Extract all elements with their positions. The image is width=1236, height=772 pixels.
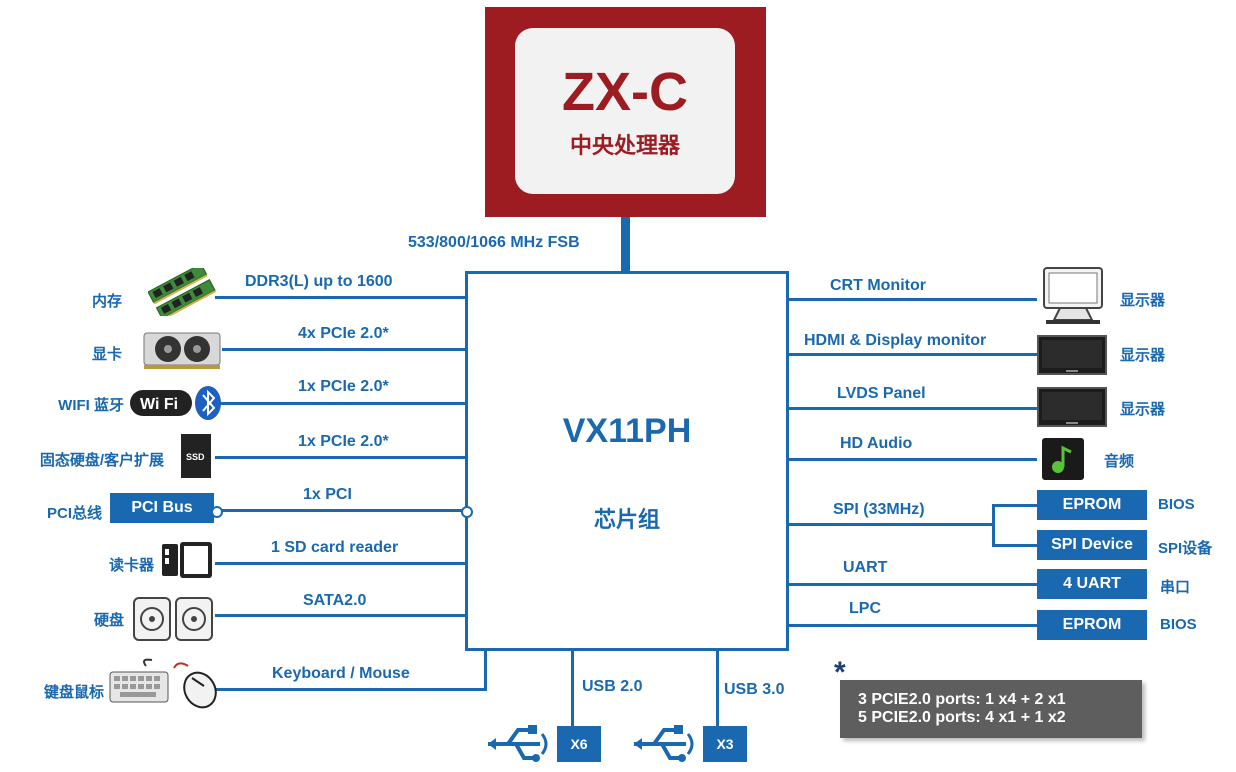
ssd-bus-label: 1x PCIe 2.0* — [298, 433, 389, 450]
lpc-eprom-box: EPROM — [1037, 610, 1147, 640]
pci-device-label: PCI总线 — [46, 505, 102, 522]
footnote-line-1: 3 PCIE2.0 ports: 1 x4 + 2 x1 — [858, 691, 1066, 708]
footnote-star: * — [834, 656, 846, 689]
uart-bus-label: UART — [843, 559, 888, 576]
sata-bus-label: SATA2.0 — [303, 592, 367, 609]
hdmi-link — [789, 353, 1037, 356]
uart-box: 4 UART — [1037, 569, 1147, 599]
memory-bus-label: DDR3(L) up to 1600 — [245, 273, 393, 290]
audio-bus-label: HD Audio — [840, 435, 913, 452]
lvds-bus-label: LVDS Panel — [837, 385, 926, 402]
hdmi-bus-label: HDMI & Display monitor — [804, 332, 987, 349]
ram-icon — [148, 268, 216, 316]
spi-branch-device — [992, 544, 1037, 547]
usb3-count: X3 — [716, 736, 734, 752]
wifi-logo-text: Wi Fi — [140, 396, 178, 413]
spi-device-label: SPI设备 — [1158, 540, 1213, 557]
spi-link — [789, 523, 994, 526]
footnote-box: 3 PCIE2.0 ports: 1 x4 + 2 x1 5 PCIE2.0 p… — [840, 680, 1142, 738]
cpu-label-panel: ZX-C 中央处理器 — [515, 28, 735, 194]
pci-bus-box: PCI Bus — [110, 493, 214, 523]
spi-eprom-device-label: BIOS — [1158, 496, 1195, 513]
graphics-device-label: 显卡 — [91, 346, 122, 363]
sd-card-icon — [162, 542, 212, 578]
lpc-eprom-label: EPROM — [1062, 616, 1122, 633]
pci-link — [215, 509, 465, 512]
lpc-bus-label: LPC — [849, 600, 881, 617]
crt-monitor-icon — [1043, 267, 1103, 324]
chipset-name: VX11PH — [562, 412, 692, 450]
crt-link — [789, 298, 1037, 301]
wifi-device-label: WIFI 蓝牙 — [58, 397, 124, 414]
wifi-bluetooth-icon: Wi Fi — [130, 386, 221, 420]
cpu-subtitle: 中央处理器 — [569, 133, 680, 158]
pci-bus-label: 1x PCI — [303, 486, 352, 503]
sd-device-label: 读卡器 — [108, 557, 154, 574]
usb2-link — [571, 651, 574, 745]
wifi-link — [220, 402, 465, 405]
usb3-count-box: X3 — [703, 726, 747, 762]
lvds-link — [789, 407, 1037, 410]
sata-device-label: 硬盘 — [93, 612, 124, 629]
pci-connector-dot — [211, 506, 223, 518]
spi-branch-eprom — [992, 504, 1037, 507]
kbm-bus-label: Keyboard / Mouse — [272, 665, 410, 682]
spi-device-box: SPI Device — [1037, 530, 1147, 560]
chipset-subtitle: 芯片组 — [593, 507, 660, 532]
lvds-panel-icon — [1037, 387, 1107, 427]
kbm-device-label: 键盘鼠标 — [43, 684, 104, 701]
spi-branch-vertical — [992, 504, 995, 546]
graphics-bus-label: 4x PCIe 2.0* — [298, 325, 389, 342]
hdmi-device-label: 显示器 — [1120, 347, 1166, 364]
graphics-link — [222, 348, 465, 351]
lvds-device-label: 显示器 — [1120, 401, 1166, 418]
sata-link — [215, 614, 465, 617]
audio-device-label: 音频 — [1104, 453, 1135, 470]
cpu-name: ZX-C — [562, 62, 688, 122]
chipset-block: VX11PH 芯片组 — [465, 271, 789, 651]
lpc-link — [789, 624, 1037, 627]
footnote-line-2: 5 PCIE2.0 ports: 4 x1 + 1 x2 — [858, 709, 1066, 726]
usb2-count-box: X6 — [557, 726, 601, 762]
fsb-link — [621, 217, 630, 272]
fsb-label: 533/800/1066 MHz FSB — [408, 234, 580, 251]
spi-eprom-label: EPROM — [1062, 496, 1122, 513]
hard-disk-icon — [133, 597, 213, 641]
wifi-bus-label: 1x PCIe 2.0* — [298, 378, 389, 395]
memory-device-label: 内存 — [91, 293, 122, 310]
spi-bus-label: SPI (33MHz) — [833, 501, 925, 518]
usb3-label: USB 3.0 — [724, 681, 785, 698]
ssd-device-label: 固态硬盘/客户扩展 — [39, 452, 164, 469]
pci-chip-connector-dot — [461, 506, 473, 518]
crt-bus-label: CRT Monitor — [830, 277, 926, 294]
ssd-logo-text: SSD — [186, 452, 205, 462]
usb3-link — [716, 651, 719, 745]
kbm-link-vertical — [484, 651, 487, 691]
spi-device-box-label: SPI Device — [1051, 536, 1133, 553]
sd-link — [215, 562, 465, 565]
pci-bus-box-label: PCI Bus — [131, 499, 193, 516]
graphics-card-icon — [143, 332, 221, 369]
uart-box-label: 4 UART — [1063, 575, 1121, 592]
uart-link — [789, 583, 1037, 586]
ssd-link — [215, 456, 465, 459]
memory-link — [215, 296, 465, 299]
usb2-count: X6 — [570, 736, 588, 752]
spi-eprom-box: EPROM — [1037, 490, 1147, 520]
audio-music-icon — [1042, 438, 1084, 480]
usb3-icon — [634, 725, 694, 762]
crt-device-label: 显示器 — [1120, 292, 1166, 309]
keyboard-mouse-icon — [109, 658, 217, 709]
hdmi-display-icon — [1037, 335, 1107, 375]
lpc-device-label: BIOS — [1160, 616, 1197, 633]
audio-link — [789, 458, 1037, 461]
kbm-link — [215, 688, 487, 691]
usb2-label: USB 2.0 — [582, 678, 643, 695]
ssd-icon: SSD — [181, 434, 211, 478]
uart-device-label: 串口 — [1160, 579, 1191, 596]
sd-bus-label: 1 SD card reader — [271, 539, 399, 556]
usb2-icon — [488, 725, 548, 762]
